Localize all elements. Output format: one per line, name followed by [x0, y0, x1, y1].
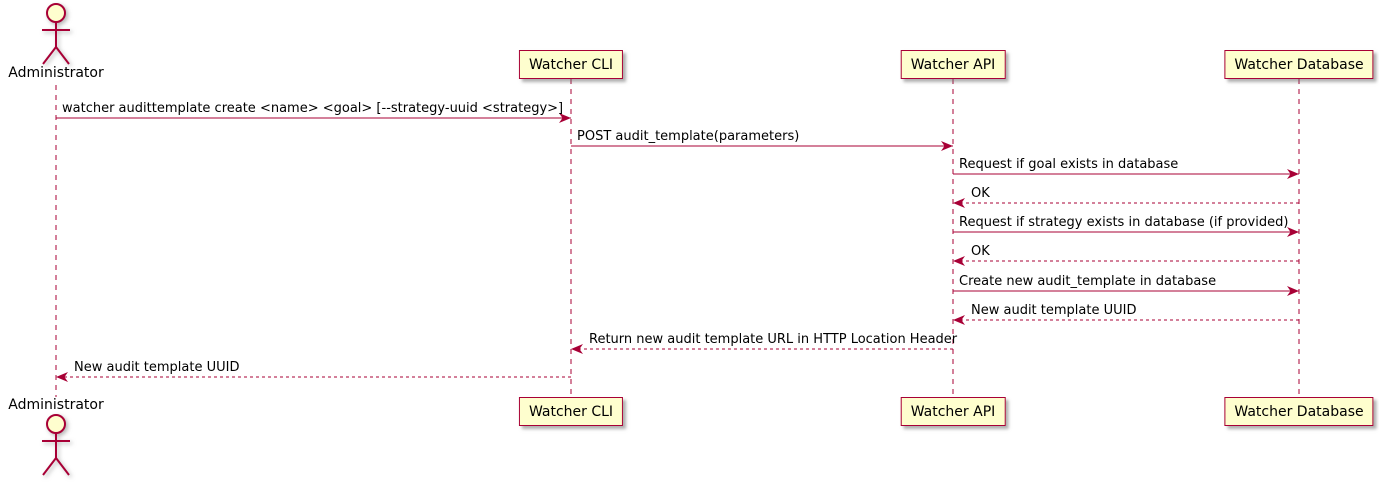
actor-label-administrator-bottom: Administrator — [8, 397, 104, 413]
participant-box-watcher-db-top: Watcher Database — [1224, 50, 1374, 79]
actor-head — [46, 3, 66, 23]
actor-head — [46, 414, 66, 434]
message-label-3: OK — [971, 186, 990, 201]
administrator-actor-icon-bottom — [42, 414, 70, 476]
message-label-5: OK — [971, 244, 990, 259]
participant-box-watcher-api-top: Watcher API — [900, 50, 1006, 79]
participant-box-watcher-db-bottom: Watcher Database — [1224, 397, 1374, 426]
message-label-6: Create new audit_template in database — [959, 274, 1217, 289]
participant-box-watcher-cli-top: Watcher CLI — [518, 50, 624, 79]
message-label-9: New audit template UUID — [74, 360, 240, 375]
message-label-4: Request if strategy exists in database (… — [959, 215, 1289, 230]
message-label-7: New audit template UUID — [971, 303, 1137, 318]
participant-box-watcher-api-bottom: Watcher API — [900, 397, 1006, 426]
administrator-actor-icon-top — [42, 3, 70, 65]
actor-figures-layer — [42, 3, 70, 476]
message-label-1: POST audit_template(parameters) — [577, 129, 800, 144]
messages-layer — [56, 113, 1299, 382]
participant-box-watcher-cli-bottom: Watcher CLI — [518, 397, 624, 426]
message-label-2: Request if goal exists in database — [959, 157, 1179, 172]
actor-leg-left — [42, 457, 57, 476]
actor-leg-left — [42, 46, 57, 65]
actor-leg-right — [55, 46, 70, 65]
lifelines-layer — [55, 79, 1300, 397]
message-label-0: watcher audittemplate create <name> <goa… — [62, 101, 564, 116]
actor-leg-right — [55, 457, 70, 476]
actor-label-administrator-top: Administrator — [8, 65, 104, 81]
message-label-8: Return new audit template URL in HTTP Lo… — [589, 332, 958, 347]
